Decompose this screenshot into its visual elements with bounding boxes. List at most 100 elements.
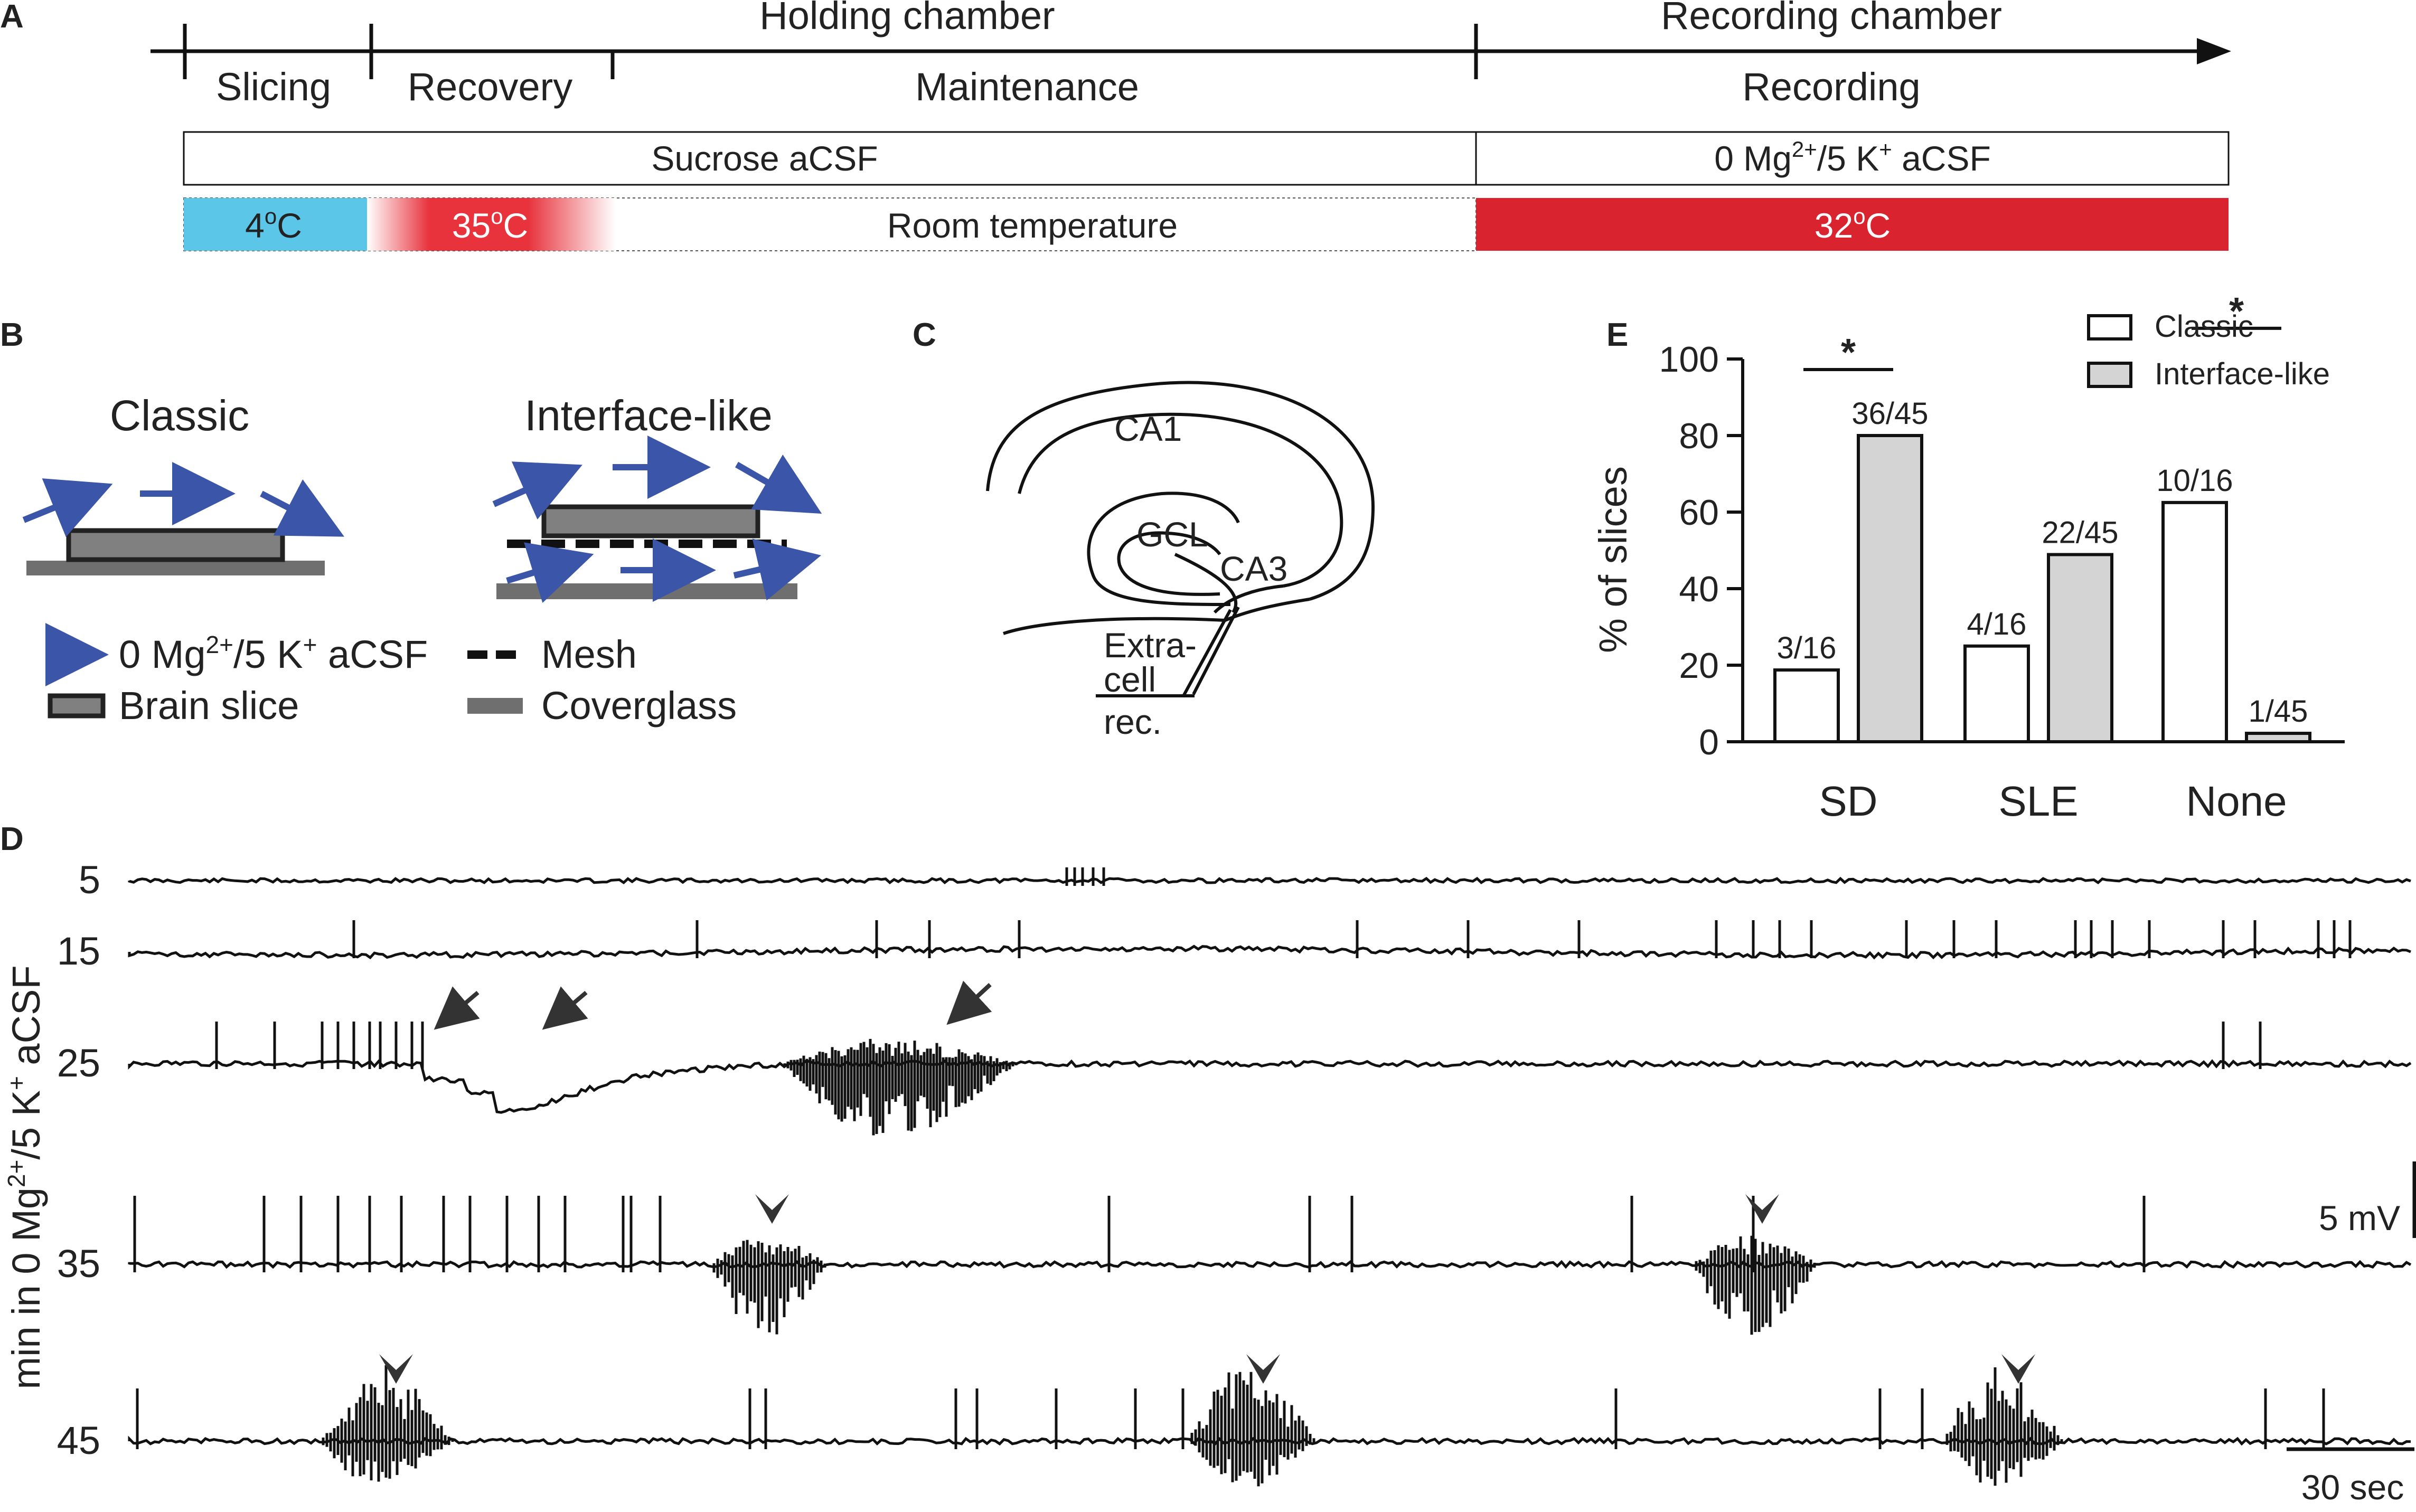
trace-row-label: 45 xyxy=(57,1419,100,1462)
y-tick-label: 80 xyxy=(1679,416,1719,456)
sle-arrow xyxy=(946,980,992,1025)
maintenance-label: Maintenance xyxy=(915,65,1139,109)
ca3-field xyxy=(1174,553,1238,613)
y-tick-label: 100 xyxy=(1659,339,1719,380)
interface-flow-arrow-6 xyxy=(733,538,822,601)
cold-segment xyxy=(184,198,367,251)
classic-flow-arrow-1 xyxy=(22,478,113,537)
x-category-label: None xyxy=(2186,778,2287,825)
recording-label-line2: cell xyxy=(1104,660,1156,699)
hippocampus-ca1-layer xyxy=(1018,412,1343,588)
interface-flow-arrow-1 xyxy=(492,461,582,519)
recording-acsf-label: 0 Mg2+/5 K+ aCSF xyxy=(1714,137,1991,178)
significance-star: * xyxy=(2229,290,2244,333)
recording-label-line1: Extra- xyxy=(1104,626,1197,665)
temp-35c-label: 35oC xyxy=(452,204,528,245)
classic-flow-arrow-3 xyxy=(260,479,344,537)
sle-arrowhead-3 xyxy=(379,1354,413,1384)
interface-title: Interface-like xyxy=(524,392,772,440)
panel-letter-a: A xyxy=(0,0,24,35)
recovery-label: Recovery xyxy=(408,65,573,109)
ca3-label: CA3 xyxy=(1220,549,1287,588)
trace-row-label: 25 xyxy=(57,1041,100,1085)
holding-chamber-label: Holding chamber xyxy=(759,0,1055,37)
panel-letter-b: B xyxy=(0,317,24,353)
trace-45min-spikes xyxy=(136,1388,2325,1449)
classic-coverglass xyxy=(26,561,325,575)
classic-brain-slice xyxy=(66,528,285,562)
chart-ylabel: % of slices xyxy=(1591,466,1635,653)
room-temperature-label: Room temperature xyxy=(887,206,1178,245)
recording-warm-segment xyxy=(1476,198,2229,251)
sucrose-acsf-box xyxy=(183,131,1477,186)
gcl-label: GCL xyxy=(1136,515,1208,554)
sucrose-acsf-label: Sucrose aCSF xyxy=(651,139,878,178)
bar-data-label: 22/45 xyxy=(2042,515,2118,550)
panel-b: B Classic Interface-like 0 Mg2+/5 K+ aCS… xyxy=(0,317,822,727)
trace-15min xyxy=(128,944,2411,960)
trace-35min xyxy=(128,1260,2412,1269)
bar-data-label: 36/45 xyxy=(1851,396,1928,431)
legend-acsf-label: 0 Mg2+/5 K+ aCSF xyxy=(119,631,428,676)
trace-row-label: 35 xyxy=(57,1242,100,1286)
legend-mesh-label: Mesh xyxy=(541,632,637,676)
interface-flow-arrow-3 xyxy=(735,455,822,514)
electrode-shaft-1 xyxy=(1192,606,1240,695)
bar-classic-sd xyxy=(1773,668,1840,743)
trace-35min-sle-2 xyxy=(1695,1235,1820,1335)
recording-label: Recording xyxy=(1742,65,1920,109)
sle-arrowhead-1 xyxy=(755,1194,789,1224)
panel-letter-c: C xyxy=(913,317,936,353)
interface-brain-slice xyxy=(541,504,760,538)
bar-classic-sle xyxy=(1963,644,2030,743)
trace-45min-sle-1 xyxy=(322,1365,454,1482)
trace-25min-sle xyxy=(783,1038,1018,1136)
ca3-tail xyxy=(1213,584,1284,614)
dentate-gyrus-inner xyxy=(1117,531,1221,596)
bar-data-label: 4/16 xyxy=(1967,607,2027,641)
y-tick-label: 20 xyxy=(1679,646,1719,686)
panel-letter-d: D xyxy=(0,821,24,857)
trace-5min xyxy=(128,876,2411,885)
trace-35min-sle-1 xyxy=(712,1240,830,1335)
sd-arrow-1 xyxy=(434,986,480,1030)
voltage-scale-label: 5 mV xyxy=(2319,1198,2400,1237)
recording-acsf-box xyxy=(1475,131,2230,186)
recovery-warm-segment xyxy=(367,198,615,251)
panel-c: C CA1 GCL CA3 Extra- cell rec. xyxy=(913,317,1375,741)
trace-45min xyxy=(128,1435,2411,1446)
timeline-arrowhead xyxy=(2197,38,2231,64)
traces-ylabel: min in 0 Mg2+/5 K+ aCSF xyxy=(3,965,48,1389)
sle-arrowhead-4 xyxy=(1246,1354,1280,1384)
x-category-label: SLE xyxy=(1998,778,2078,825)
traces xyxy=(128,867,2412,1487)
legend-slice-swatch xyxy=(48,693,106,719)
legend-swatch xyxy=(2087,362,2132,388)
sd-arrow-2 xyxy=(542,986,588,1030)
recording-chamber-label: Recording chamber xyxy=(1661,0,2002,37)
significance-star: * xyxy=(1841,332,1856,374)
y-tick-label: 40 xyxy=(1679,569,1719,609)
temp-32c-label: 32oC xyxy=(1815,204,1891,245)
time-scale-label: 30 sec xyxy=(2301,1468,2404,1507)
trace-25min xyxy=(128,1059,2412,1114)
interface-coverglass xyxy=(496,583,797,599)
legend-label: Classic xyxy=(2155,309,2253,344)
electrode-shaft-2 xyxy=(1181,609,1232,698)
legend-swatch xyxy=(2087,314,2132,341)
temp-4c-label: 4oC xyxy=(245,204,302,245)
trace-15min-spikes xyxy=(352,920,2352,958)
interface-flow-arrow-4 xyxy=(506,542,594,603)
bar-data-label: 3/16 xyxy=(1777,631,1837,665)
bar-data-label: 10/16 xyxy=(2156,464,2233,498)
trace-row-label: 5 xyxy=(79,858,100,902)
bar-interface-sle xyxy=(2047,553,2113,743)
trace-5min-spikes xyxy=(1065,867,1105,886)
x-category-label: SD xyxy=(1819,778,1877,825)
